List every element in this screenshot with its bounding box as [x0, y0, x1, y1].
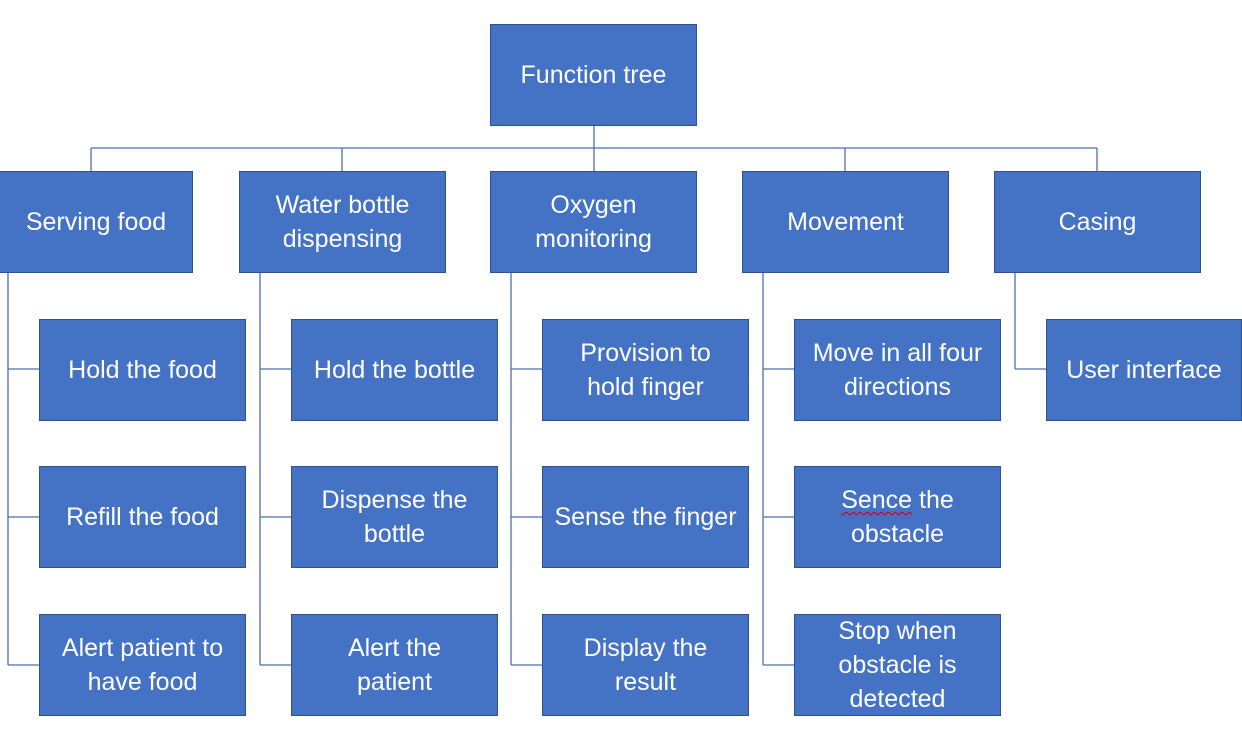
branch-label: Serving food [25, 208, 167, 236]
root-label: Function tree [520, 61, 667, 89]
leaf-label: Sense the finger [554, 503, 737, 531]
leaf-hold-the-food: Hold the food [39, 319, 246, 421]
leaf-label: Move in all four directions [812, 339, 983, 401]
branch-water-bottle-dispensing: Water bottle dispensing [239, 171, 446, 273]
leaf-display-the-result: Display the result [542, 614, 749, 716]
leaf-move-in-all-four-directions: Move in all four directions [794, 319, 1001, 421]
branch-label: Casing [1058, 208, 1137, 236]
leaf-label: Alert patient to have food [61, 634, 224, 696]
leaf-provision-to-hold-finger: Provision to hold finger [542, 319, 749, 421]
branch-serving-food: Serving food [0, 171, 193, 273]
leaf-user-interface: User interface [1046, 319, 1242, 421]
branch-label: Oxygen monitoring [535, 191, 652, 253]
branch-casing: Casing [994, 171, 1201, 273]
leaf-label: Refill the food [66, 503, 219, 531]
root-node-function-tree: Function tree [490, 24, 697, 126]
branch-label: Water bottle dispensing [275, 191, 410, 253]
branch-label: Movement [787, 208, 904, 236]
leaf-alert-patient-to-have-food: Alert patient to have food [39, 614, 246, 716]
leaf-label: Hold the bottle [313, 356, 476, 384]
leaf-label: Provision to hold finger [580, 339, 711, 401]
leaf-label: Dispense the bottle [321, 486, 468, 548]
branch-oxygen-monitoring: Oxygen monitoring [490, 171, 697, 273]
branch-movement: Movement [742, 171, 949, 273]
leaf-label: Hold the food [68, 356, 217, 384]
leaf-dispense-the-bottle: Dispense the bottle [291, 466, 498, 568]
leaf-label: Alert the patient [347, 634, 442, 696]
leaf-label: Sence the obstacle [841, 483, 954, 551]
leaf-sence-the-obstacle: Sence the obstacle [794, 466, 1001, 568]
leaf-alert-the-patient: Alert the patient [291, 614, 498, 716]
leaf-hold-the-bottle: Hold the bottle [291, 319, 498, 421]
leaf-sense-the-finger: Sense the finger [542, 466, 749, 568]
leaf-label: Display the result [583, 634, 708, 696]
leaf-refill-the-food: Refill the food [39, 466, 246, 568]
leaf-label: Stop when obstacle is detected [838, 617, 957, 713]
leaf-label-rest: the obstacle [850, 486, 954, 548]
leaf-stop-when-obstacle-is-detected: Stop when obstacle is detected [794, 614, 1001, 716]
leaf-label: User interface [1066, 356, 1222, 384]
misspelled-word: Sence [841, 486, 913, 514]
